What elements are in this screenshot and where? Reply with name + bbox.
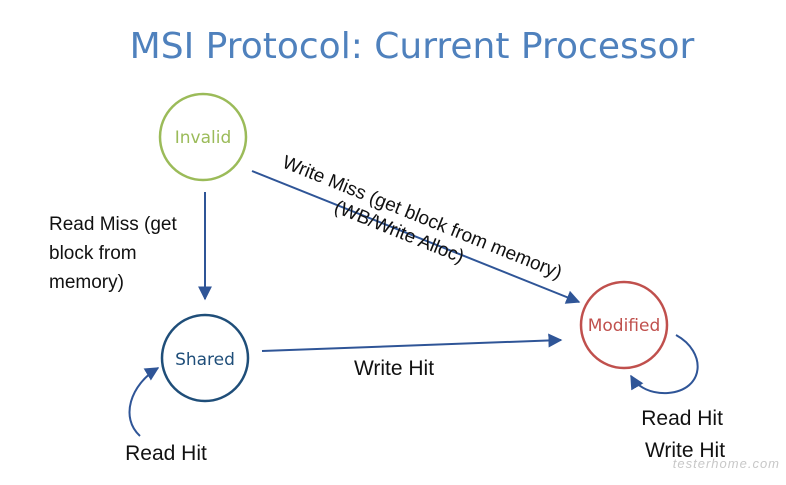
label-modified-self-line-1: Read Hit xyxy=(641,407,723,430)
label-invalid-to-shared-line-1: Read Miss (get xyxy=(49,214,177,235)
page-title: MSI Protocol: Current Processor xyxy=(129,26,695,67)
state-invalid-label: Invalid xyxy=(175,128,232,148)
state-invalid-circle xyxy=(158,92,248,182)
label-shared-to-modified: Write Hit xyxy=(354,357,434,380)
label-shared-self: Read Hit xyxy=(125,442,207,465)
label-invalid-to-shared-line-3: memory) xyxy=(49,272,124,293)
state-shared-circle xyxy=(160,313,250,403)
state-invalid: Invalid xyxy=(158,92,248,182)
label-invalid-to-modified: Write Miss (get block from memory) (WB/W… xyxy=(279,152,565,284)
arrow-shared-self-loop xyxy=(128,367,160,437)
state-modified-circle xyxy=(579,280,669,370)
state-modified-label: Modified xyxy=(588,316,661,336)
state-shared-label: Shared xyxy=(175,350,235,370)
state-shared: Shared xyxy=(160,313,250,403)
label-invalid-to-shared-line-2: block from xyxy=(49,243,137,264)
arrow-invalid-to-modified xyxy=(251,170,581,304)
arrow-modified-self-loop xyxy=(630,334,699,395)
arrow-shared-to-modified xyxy=(261,333,563,352)
state-modified: Modified xyxy=(579,280,669,370)
label-modified-self: Read Hit Write Hit xyxy=(641,407,729,462)
label-invalid-to-shared: Read Miss (get block from memory) xyxy=(49,214,182,293)
label-modified-self-line-2: Write Hit xyxy=(645,439,725,462)
watermark: testerhome.com xyxy=(672,456,780,471)
label-invalid-to-modified-line-1: Write Miss (get block from memory) xyxy=(279,152,565,284)
